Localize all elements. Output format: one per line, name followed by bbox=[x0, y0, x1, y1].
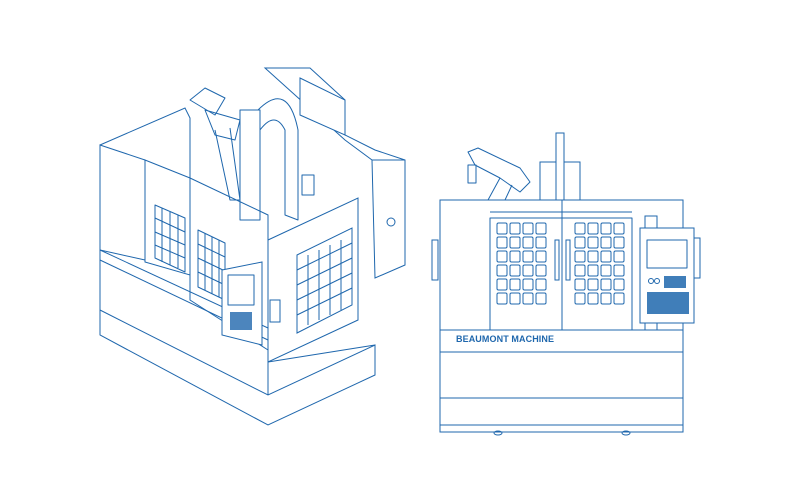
tool-slot bbox=[535, 236, 547, 249]
door-tool-grids bbox=[496, 222, 625, 305]
tool-slot bbox=[509, 264, 521, 277]
tool-slot bbox=[522, 292, 534, 305]
tool-slot bbox=[574, 250, 586, 263]
tool-slot bbox=[574, 278, 586, 291]
tool-slot bbox=[574, 236, 586, 249]
tool-slot bbox=[600, 250, 612, 263]
iso-robot-arm bbox=[189, 87, 315, 221]
panel-handle bbox=[693, 237, 701, 279]
tool-slot bbox=[522, 264, 534, 277]
tool-slot bbox=[600, 222, 612, 235]
iso-keyboard bbox=[230, 312, 252, 330]
tool-slot bbox=[587, 222, 599, 235]
tool-slot bbox=[587, 278, 599, 291]
tool-slot bbox=[600, 236, 612, 249]
tool-slot bbox=[509, 292, 521, 305]
tool-slot bbox=[535, 292, 547, 305]
tool-slot bbox=[496, 292, 508, 305]
tool-slot bbox=[496, 222, 508, 235]
tool-slot bbox=[613, 292, 625, 305]
panel-screen bbox=[646, 239, 688, 269]
lower-base bbox=[439, 329, 684, 433]
tool-slot bbox=[613, 222, 625, 235]
iso-screen bbox=[227, 274, 255, 306]
tool-slot bbox=[587, 292, 599, 305]
panel-keyboard bbox=[647, 292, 689, 314]
handwheel-pendant bbox=[269, 299, 281, 323]
rear-top-box bbox=[299, 77, 346, 136]
tool-slot bbox=[496, 278, 508, 291]
front-robot-arm bbox=[467, 147, 531, 201]
tool-slot bbox=[613, 264, 625, 277]
tool-slot bbox=[522, 236, 534, 249]
tool-slot bbox=[535, 250, 547, 263]
tool-slot bbox=[535, 222, 547, 235]
tool-slot bbox=[496, 264, 508, 277]
tool-slot bbox=[600, 264, 612, 277]
isometric-machine bbox=[99, 67, 406, 426]
side-connector-icon bbox=[386, 217, 396, 227]
tool-slot bbox=[587, 250, 599, 263]
tool-slot bbox=[522, 222, 534, 235]
base-plinth bbox=[99, 309, 376, 426]
tool-slot bbox=[509, 236, 521, 249]
tool-slot bbox=[613, 236, 625, 249]
tool-slot bbox=[587, 264, 599, 277]
foot bbox=[621, 430, 631, 436]
left-door bbox=[99, 144, 146, 261]
front-machine bbox=[431, 132, 701, 436]
tool-slot bbox=[509, 250, 521, 263]
door-handle-right bbox=[565, 239, 571, 281]
panel-keys bbox=[664, 276, 686, 288]
tool-slot bbox=[509, 278, 521, 291]
tool-slot bbox=[535, 278, 547, 291]
tool-slot bbox=[574, 264, 586, 277]
tool-slot bbox=[496, 236, 508, 249]
tool-slot bbox=[574, 292, 586, 305]
tool-slot bbox=[535, 264, 547, 277]
tool-slot bbox=[496, 250, 508, 263]
door-window-grid bbox=[154, 204, 353, 325]
side-window bbox=[296, 227, 353, 334]
tool-slot bbox=[613, 250, 625, 263]
tool-slot bbox=[600, 292, 612, 305]
tool-slot bbox=[600, 278, 612, 291]
brand-label: BEAUMONT MACHINE bbox=[456, 334, 555, 344]
tool-slot bbox=[574, 222, 586, 235]
tool-slot bbox=[509, 222, 521, 235]
tool-slot bbox=[587, 236, 599, 249]
foot bbox=[493, 430, 503, 436]
tool-slot bbox=[613, 278, 625, 291]
spindle-column bbox=[555, 132, 565, 201]
tool-slot bbox=[522, 250, 534, 263]
tool-slot bbox=[522, 278, 534, 291]
left-handle bbox=[431, 239, 439, 281]
door-handle-left bbox=[554, 239, 560, 281]
